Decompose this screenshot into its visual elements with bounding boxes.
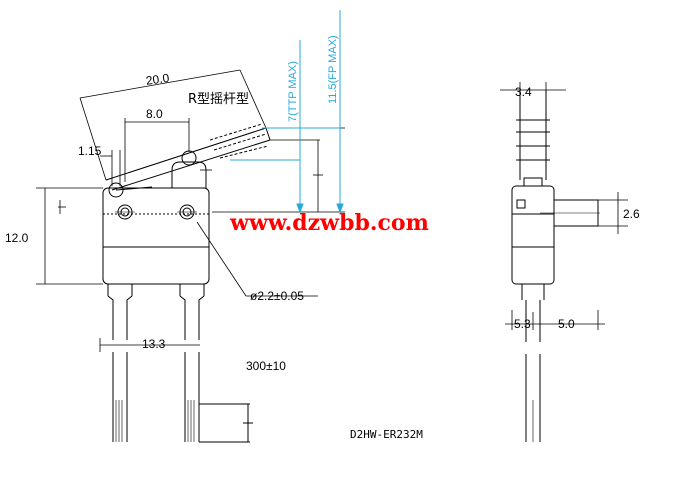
label-total-travel: 7(TTP MAX) — [287, 61, 299, 122]
dim-pin-pitch — [99, 338, 200, 352]
lead-wires — [107, 284, 253, 443]
label-side-right-width: 5.0 — [558, 317, 575, 331]
lever-arm — [105, 123, 271, 198]
dim-lever-length — [79, 69, 267, 181]
side-body — [511, 185, 555, 285]
label-pin-pitch: 13.3 — [142, 337, 166, 351]
front-view — [36, 69, 345, 443]
watermark-text: www.dzwbb.com — [229, 210, 429, 236]
label-lever-type: R型摇杆型 — [188, 92, 249, 107]
label-free-position: 11.5(FP MAX) — [327, 35, 339, 104]
dim-body-height — [36, 187, 103, 285]
label-side-left-width: 5.3 — [514, 317, 531, 331]
label-lever-length: 20.0 — [145, 71, 170, 88]
dim-lever-thickness — [100, 150, 121, 186]
dim-travel — [200, 127, 345, 213]
dim-actuator-offset — [124, 118, 190, 182]
switch-body — [102, 187, 210, 285]
dim-accent-lines — [230, 10, 344, 214]
label-side-tab-height: 2.6 — [623, 207, 640, 221]
label-side-top-width: 3.4 — [515, 85, 532, 99]
plunger — [171, 161, 207, 188]
label-hole-diameter: ø2.2±0.05 — [250, 289, 304, 303]
label-lever-thickness: 1.15 — [78, 144, 102, 158]
label-lead-length: 300±10 — [246, 359, 286, 373]
model-number: D2HW-ER232M — [350, 428, 423, 441]
side-view — [500, 82, 628, 442]
label-actuator-offset: 8.0 — [146, 107, 163, 121]
label-body-height: 12.0 — [5, 231, 29, 245]
